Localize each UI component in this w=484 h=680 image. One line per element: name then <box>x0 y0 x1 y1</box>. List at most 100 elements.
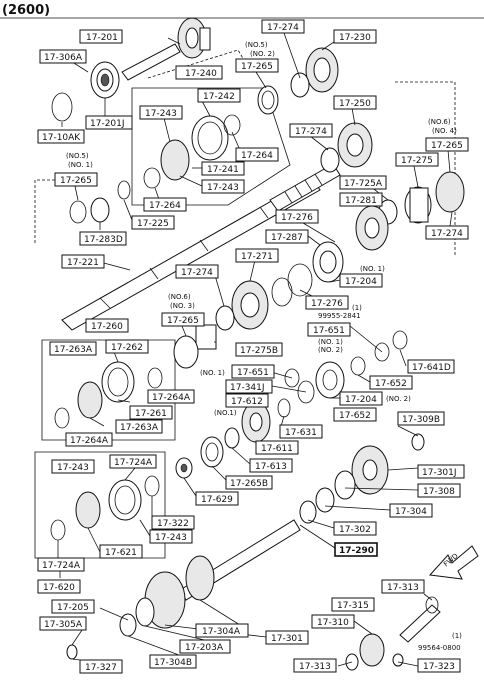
callout-17-305a: 17-305A <box>39 616 87 631</box>
callout-17-304: 17-304 <box>389 503 433 518</box>
svg-text:17-261: 17-261 <box>135 409 167 419</box>
note-no4-a: (NO. 4) <box>432 127 457 135</box>
callout-17-264a-b: 17-264A <box>65 432 113 447</box>
callout-17-276-b: 17-276 <box>305 295 349 310</box>
callout-17-275: 17-275 <box>395 152 439 167</box>
svg-text:17-230: 17-230 <box>339 33 371 43</box>
callout-17-612: 17-612 <box>225 393 269 408</box>
callout-17-263a: 17-263A <box>49 341 97 356</box>
callout-17-725a: 17-725A <box>339 175 387 190</box>
svg-text:17-274: 17-274 <box>295 127 327 137</box>
svg-text:17-262: 17-262 <box>111 343 143 353</box>
note-no1-a: (NO. 1) <box>68 161 93 169</box>
callout-17-205: 17-205 <box>51 599 95 614</box>
note-no1-b: (NO. 1) <box>360 265 385 273</box>
pin-17-315 <box>399 596 441 643</box>
gear-17-271 <box>215 280 269 331</box>
callout-17-322: 17-322 <box>151 515 195 530</box>
note-no1-e: (NO.1) <box>214 409 237 417</box>
callout-17-225: 17-225 <box>131 215 175 230</box>
svg-text:17-301J: 17-301J <box>422 468 457 478</box>
callout-17-204-a: 17-204 <box>339 273 383 288</box>
svg-text:17-250: 17-250 <box>339 99 371 109</box>
callout-17-309b: 17-309B <box>397 411 445 426</box>
callout-17-264a: 17-264A <box>147 389 195 404</box>
callout-17-204-b: 17-204 <box>339 391 383 406</box>
svg-text:17-281: 17-281 <box>345 196 377 206</box>
callout-17-274-d: 17-274 <box>175 264 219 279</box>
callout-17-323: 17-323 <box>417 658 461 673</box>
callout-17-265-a: 17-265 <box>235 58 279 73</box>
main-shaft <box>61 163 341 331</box>
svg-text:17-274: 17-274 <box>431 229 463 239</box>
svg-text:17-322: 17-322 <box>157 519 189 529</box>
callout-17-287: 17-287 <box>265 229 309 244</box>
svg-text:17-302: 17-302 <box>339 525 371 535</box>
gear-17-631 <box>224 398 291 449</box>
svg-text:17-652: 17-652 <box>339 411 371 421</box>
callout-17-241: 17-241 <box>201 161 245 176</box>
bearing-17-283d <box>69 180 131 224</box>
callout-17-315: 17-315 <box>331 597 375 612</box>
svg-text:17-641D: 17-641D <box>412 363 451 373</box>
synchronizer-group-frame-3 <box>34 451 166 559</box>
part-17-327 <box>66 644 78 660</box>
gear-17-250 <box>320 122 373 173</box>
svg-text:17-265: 17-265 <box>60 176 92 186</box>
svg-text:17-620: 17-620 <box>43 583 75 593</box>
callout-17-271: 17-271 <box>235 248 279 263</box>
svg-text:17-724A: 17-724A <box>114 458 153 468</box>
svg-text:17-201J: 17-201J <box>90 119 125 129</box>
svg-text:17-290: 17-290 <box>339 546 374 556</box>
gear-17-301j <box>299 433 425 524</box>
svg-text:17-10AK: 17-10AK <box>42 133 81 143</box>
callout-17-264-a: 17-264 <box>235 147 279 162</box>
counter-shaft <box>119 519 301 637</box>
callout-17-724a: 17-724A <box>109 454 157 469</box>
callout-17-201: 17-201 <box>79 29 123 44</box>
svg-text:17-613: 17-613 <box>255 462 287 472</box>
callout-17-264-b: 17-264 <box>143 197 187 212</box>
gear-17-725a <box>378 171 465 225</box>
callout-17-10ak: 17-10AK <box>37 129 85 144</box>
svg-text:17-265: 17-265 <box>431 141 463 151</box>
callout-17-262: 17-262 <box>105 339 149 354</box>
callout-17-201j: 17-201J <box>85 115 133 130</box>
svg-text:17-203A: 17-203A <box>185 643 224 653</box>
svg-text:17-651: 17-651 <box>313 326 345 336</box>
svg-text:17-243: 17-243 <box>145 109 177 119</box>
callout-17-242: 17-242 <box>197 88 241 103</box>
callout-17-250: 17-250 <box>333 95 377 110</box>
svg-text:17-240: 17-240 <box>185 69 217 79</box>
callout-17-308: 17-308 <box>417 483 461 498</box>
svg-text:17-221: 17-221 <box>67 258 99 268</box>
svg-text:17-313: 17-313 <box>299 662 331 672</box>
note-no5-b: (NO.5) <box>66 152 89 160</box>
svg-text:17-264: 17-264 <box>149 201 181 211</box>
svg-text:17-725A: 17-725A <box>344 179 383 189</box>
svg-text:17-276: 17-276 <box>281 213 313 223</box>
gear-17-281 <box>355 205 389 251</box>
note-no5-a: (NO.5) <box>245 41 268 49</box>
callout-17-313-b: 17-313 <box>293 658 337 673</box>
callout-17-631: 17-631 <box>279 424 323 439</box>
svg-text:17-243: 17-243 <box>207 183 239 193</box>
callout-17-261: 17-261 <box>129 405 173 420</box>
fwd-arrow-icon: FWD <box>428 545 479 580</box>
svg-text:17-274: 17-274 <box>267 23 299 33</box>
svg-text:17-275: 17-275 <box>401 156 433 166</box>
callout-17-263a-b: 17-263A <box>115 419 163 434</box>
svg-text:17-313: 17-313 <box>387 583 419 593</box>
callout-17-243-a: 17-243 <box>139 105 183 120</box>
note-no6-a: (NO.6) <box>428 118 451 126</box>
svg-text:17-260: 17-260 <box>91 322 123 332</box>
callout-17-304b: 17-304B <box>149 654 197 669</box>
callout-17-203a: 17-203A <box>179 639 231 654</box>
svg-text:17-306A: 17-306A <box>44 53 83 63</box>
callout-17-243-b: 17-243 <box>201 179 245 194</box>
svg-text:17-265: 17-265 <box>241 62 273 72</box>
svg-text:17-225: 17-225 <box>137 219 169 229</box>
svg-text:17-651: 17-651 <box>237 368 269 378</box>
callout-17-341j: 17-341J <box>225 379 273 394</box>
